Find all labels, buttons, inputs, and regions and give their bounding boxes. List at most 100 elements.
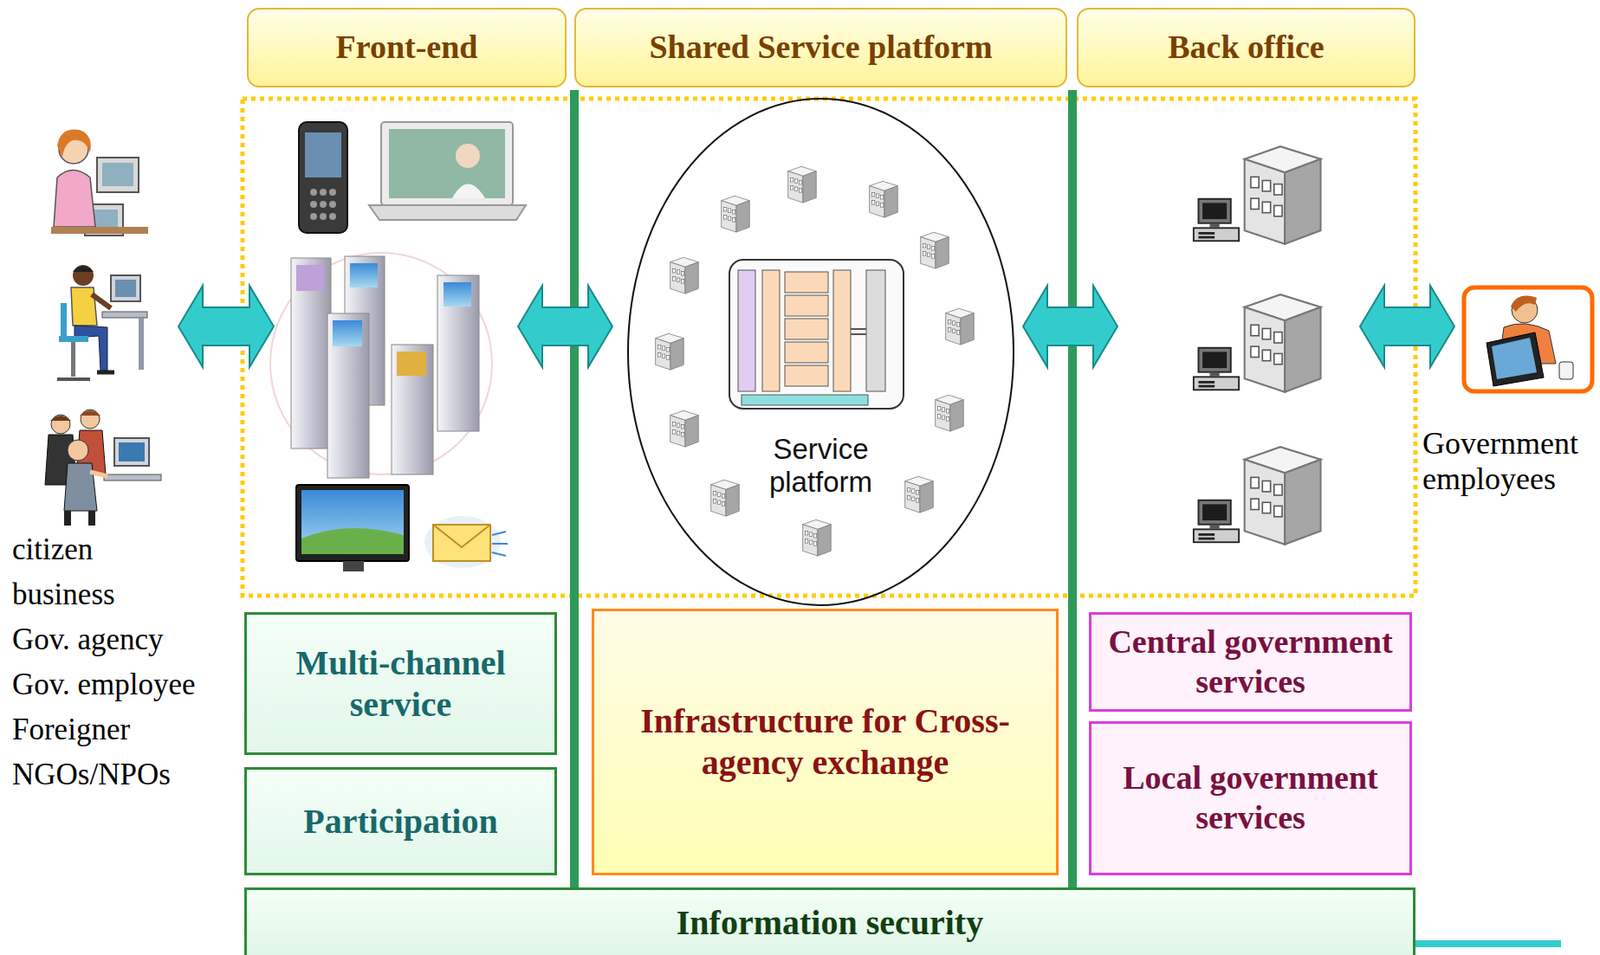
node-text: Local government services [1101,758,1400,838]
column-divider [1068,90,1077,888]
mobile-phone [329,200,337,208]
user-figure [97,370,115,376]
laptop [369,122,526,221]
agency-building [920,232,950,269]
user-group-figure [64,511,72,526]
platform-stack [784,342,829,363]
mobile-phone [298,122,348,234]
service-kiosk [327,313,370,479]
user-figure [97,157,139,193]
office-building [1244,446,1322,545]
user-figure [51,226,149,234]
user-group-figure [67,440,89,461]
office-computer [1193,348,1239,391]
user-figure [110,275,141,302]
employee-figure [1463,287,1593,392]
function-box: Central government services [1088,612,1413,713]
platform-stack [741,395,869,406]
double-arrow [518,285,613,368]
agency-building [803,519,832,557]
service-kiosk [296,265,324,292]
service-kiosk [437,275,480,432]
service-kiosk [332,320,363,347]
mobile-phone [329,213,337,221]
television [301,528,404,555]
foundation-bar: Information security [244,887,1416,955]
node-text: Back office [1167,27,1324,68]
mobile-phone [319,200,327,208]
user-figure [102,162,134,187]
node-text: Infrastructure for Cross-agency exchange [604,700,1046,784]
email-envelope [433,524,491,562]
column-header: Back office [1076,7,1416,88]
employee-figure [1463,287,1593,392]
platform-stack [784,295,829,317]
user-group-figure [103,474,162,481]
agency-building [788,166,817,203]
platform-circle: Service platform [626,97,1016,608]
user-group-figure [79,410,101,416]
column-header: Shared Service platform [574,7,1068,88]
office-computer [1193,199,1239,544]
television [343,561,364,572]
television [301,490,404,555]
node-text: Central government services [1101,622,1400,702]
mobile-phone [310,213,318,221]
node-text: Service platform [747,433,895,499]
user-type: Gov. employee [12,667,229,703]
television [296,485,409,562]
user-figure [138,317,144,370]
double-arrow [178,285,1455,368]
mobile-phone [298,122,348,234]
platform-stack [784,318,829,340]
user-figure [91,294,111,309]
user-figure [71,342,76,377]
user-figure [57,129,91,158]
user-type: Foreigner [12,712,229,748]
agency-building [711,479,740,517]
laptop [381,122,513,206]
employee-figure [1486,332,1544,387]
agency-building [721,195,751,233]
office-computer [1193,199,1239,242]
user-group-figure [45,409,162,526]
user-figure [72,265,94,273]
accent-line [1415,940,1562,948]
column-divider [570,90,1077,888]
email-envelope [424,516,508,569]
mobile-phone [329,188,337,196]
agency-building [935,395,965,432]
service-kiosk [391,344,434,475]
node-text: Front-end [336,27,479,68]
user-type: citizen [12,532,229,568]
user-group-figure [50,415,72,422]
double-arrow [1023,285,1118,368]
user-group-figure [51,414,71,435]
double-arrow [178,285,274,368]
actor-label: Government employees [1422,426,1594,499]
laptop [388,129,506,199]
user-figure [60,303,67,338]
platform-stack [784,272,829,293]
function-box: Participation [244,767,558,876]
user-figure [53,170,96,228]
platform-stack [850,329,867,335]
email-envelope [492,531,508,557]
platform-stack [729,259,904,409]
user-figure [57,377,91,382]
agency-building [905,476,934,513]
user-group-figure [114,438,149,467]
user-group-figure [88,511,96,526]
mobile-phone [310,200,318,208]
double-arrow [1360,285,1455,368]
laptop [452,184,486,200]
column-divider [570,90,579,888]
column-header: Front-end [246,7,567,88]
user-group-figure [118,442,145,462]
region-outline [242,98,1416,596]
user-type: NGOs/NPOs [12,757,229,793]
node-text: Information security [676,902,984,945]
laptop [369,205,526,221]
agency-building [670,410,700,447]
